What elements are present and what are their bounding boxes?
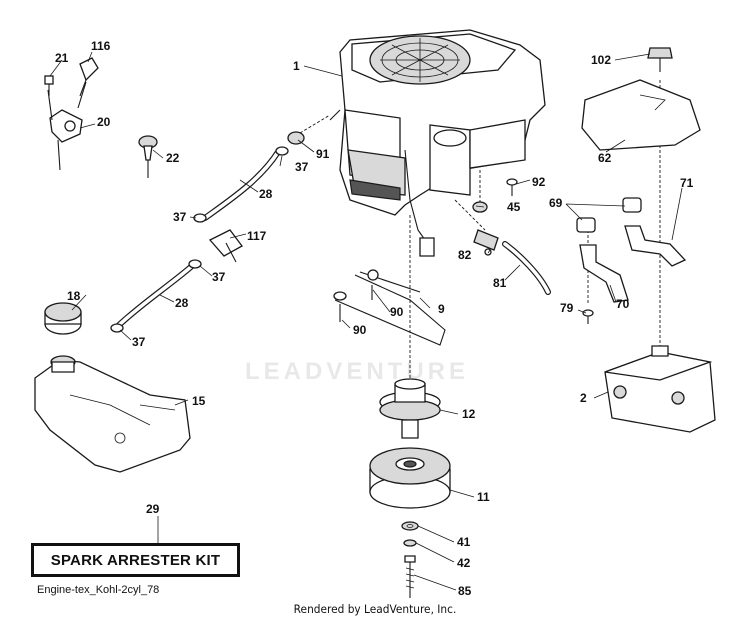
callout-69: 69 (549, 196, 563, 210)
callout-79: 79 (560, 301, 574, 315)
callout-21: 21 (55, 51, 69, 65)
fuel-line-part-28-upper (202, 149, 281, 221)
knob-part-102 (647, 47, 673, 72)
engine-part-1 (329, 29, 546, 257)
callout-45: 45 (507, 200, 521, 214)
hose-clamp-part-37 (110, 146, 289, 333)
leader-dashed (454, 199, 486, 231)
callout-9: 9 (438, 302, 445, 316)
callout-71: 71 (680, 176, 694, 190)
callout-70: 70 (616, 297, 630, 311)
rivet-part-22 (138, 135, 158, 178)
exhaust-pipe-part-70 (579, 244, 629, 303)
footer-credit: Rendered by LeadVenture, Inc. (293, 602, 457, 616)
callout-28-lower: 28 (175, 296, 189, 310)
callout-28-upper: 28 (259, 187, 273, 201)
callout-42: 42 (457, 556, 471, 570)
pulley-part-12 (379, 378, 441, 439)
washer-part-42 (403, 539, 417, 547)
callout-11: 11 (477, 490, 490, 504)
callout-116: 116 (91, 39, 111, 53)
callout-37-b: 37 (295, 160, 309, 174)
bolt-part-92 (506, 178, 518, 196)
bolt-part-79 (582, 309, 594, 324)
muffler-part-2 (604, 345, 716, 433)
heat-shield-part-62 (581, 79, 701, 151)
knob-part-116 (79, 57, 99, 97)
fuel-filter-part-117 (208, 229, 243, 263)
washer-part-41 (401, 521, 419, 531)
callout-15: 15 (192, 394, 206, 408)
watermark: LEADVENTURE (245, 358, 470, 385)
screw-part-21 (44, 75, 54, 96)
callout-41: 41 (457, 535, 471, 549)
fuel-cap-part-18 (44, 302, 82, 335)
callout-91: 91 (316, 147, 330, 161)
callout-81: 81 (493, 276, 507, 290)
screw-part-90 (333, 269, 379, 322)
exhaust-pipe-part-71 (624, 225, 687, 267)
spark-arrester-kit-box: SPARK ARRESTER KIT (31, 543, 240, 577)
fitting-part-82 (473, 229, 499, 256)
gasket-part-69 (576, 197, 642, 233)
leader-dashed (299, 114, 331, 134)
callout-92: 92 (532, 175, 546, 189)
callout-labels: 1 116 21 20 22 28 37 37 91 117 37 28 37 … (55, 39, 694, 598)
leader-lines (49, 51, 683, 591)
callout-1: 1 (293, 59, 300, 73)
callout-37-a: 37 (173, 210, 187, 224)
callout-102: 102 (591, 53, 611, 67)
nut-part-45 (472, 201, 488, 213)
callout-37-d: 37 (132, 335, 146, 349)
callout-18: 18 (67, 289, 81, 303)
callout-62: 62 (598, 151, 612, 165)
callout-37-c: 37 (212, 270, 226, 284)
bolt-part-85 (404, 555, 416, 598)
callout-90-a: 90 (390, 305, 404, 319)
callout-117: 117 (247, 229, 267, 243)
fitting-part-91 (287, 131, 305, 145)
fuel-tank-part-15 (34, 355, 191, 473)
drawing-id: Engine-tex_Kohl-2cyl_78 (37, 584, 160, 596)
clutch-part-11 (369, 447, 451, 509)
callout-82: 82 (458, 248, 472, 262)
hose-part-81 (502, 241, 551, 295)
callout-85: 85 (458, 584, 472, 598)
fuel-line-part-28-lower (115, 263, 195, 329)
throttle-bracket-part-20 (47, 81, 87, 171)
callout-12: 12 (462, 407, 476, 421)
spark-arrester-kit-label: SPARK ARRESTER KIT (50, 551, 221, 569)
spark-arrester-kit-part-number: 29 (146, 502, 160, 516)
callout-90-b: 90 (353, 323, 367, 337)
callout-22: 22 (166, 151, 180, 165)
callout-2: 2 (580, 391, 587, 405)
callout-20: 20 (97, 115, 111, 129)
